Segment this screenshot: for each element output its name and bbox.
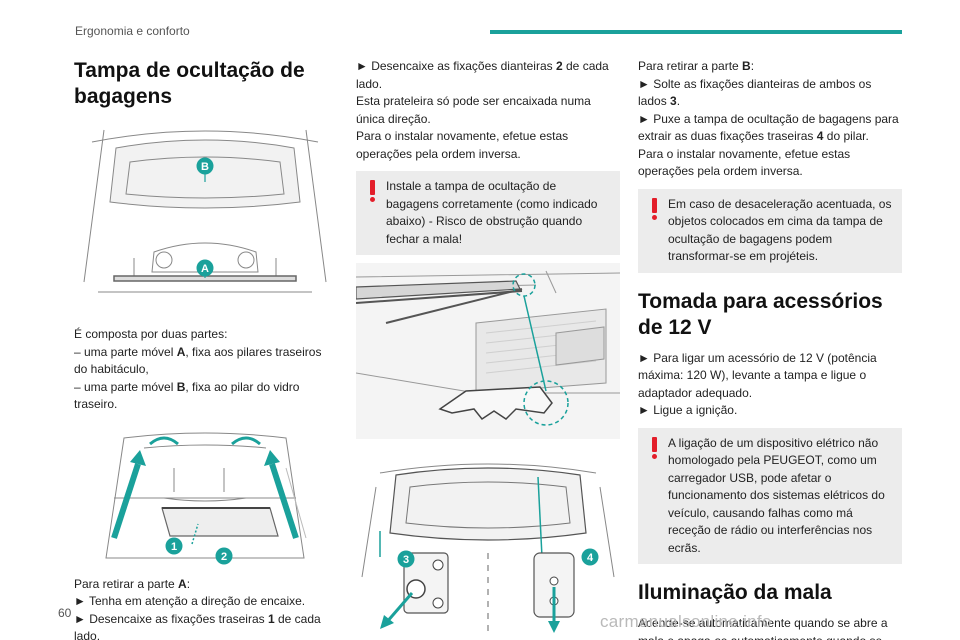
shelf-direction-info: Esta prateleira só pode ser encaixada nu… [356, 94, 591, 126]
section-title-lighting: Iluminação da mala [638, 581, 832, 604]
page-number: 60 [58, 606, 72, 620]
header-accent-bar [490, 30, 902, 34]
lighting-text: Acende-se automaticamente quando se abre… [638, 616, 888, 640]
label-3-text: 3 [403, 554, 409, 566]
label-4-text: 4 [587, 552, 594, 564]
label-1-text: 1 [171, 541, 177, 553]
socket-step-ignition: ► Ligue a ignição. [638, 403, 738, 417]
label-b-text: B [201, 161, 209, 173]
step-pull-cover: ► Puxe a tampa de ocultação de bagagens … [638, 111, 899, 144]
step-front-fixings-both-sides: ► Solte as fixações dianteiras de ambos … [638, 76, 872, 109]
column-2: ► Desencaixe as fixações dianteiras 2 de… [356, 58, 620, 633]
reinstall-text-b: Para o instalar novamente, efetue estas … [638, 146, 851, 179]
remove-part-b-heading: Para retirar a parte B: [638, 59, 755, 73]
label-1-marker [165, 537, 183, 554]
step-rear-fixings: ► Desencaixe as fixações traseiras 1 de … [74, 611, 321, 640]
section-title-socket: Tomada para acessórios de 12 V [638, 289, 883, 339]
warning-icon [649, 196, 659, 220]
label-a-text: A [201, 263, 209, 275]
column-3: Para retirar a parte B: ► Solte as fixaç… [638, 58, 902, 640]
part-a-description: – uma parte móvel A, fixa aos pilares tr… [74, 344, 322, 377]
intro-text: É composta por duas partes: [74, 327, 228, 341]
label-3-marker [397, 550, 415, 568]
figure-remove-part-b: 3 4 [356, 457, 620, 633]
part-b-description: – uma parte móvel B, fixa ao pilar do vi… [74, 379, 300, 412]
watermark: carmanualsonline.info [600, 612, 772, 631]
label-b-marker [196, 157, 214, 175]
section-header: Ergonomia e conforto [75, 24, 190, 38]
warning-box-install: Instale a tampa de ocultação de bagagens… [356, 171, 620, 255]
figure-correct-install [356, 263, 620, 439]
step-front-fixings: ► Desencaixe as fixações dianteiras 2 de… [356, 59, 609, 91]
remove-part-a-heading: Para retirar a parte A: [74, 576, 191, 591]
step-direction: ► Tenha em atenção a direção de encaixe. [74, 594, 306, 608]
warning-box-usb: A ligação de um dispositivo elétrico não… [638, 427, 902, 564]
figure-remove-part-a: 1 2 [74, 427, 336, 568]
label-2-marker [215, 547, 233, 564]
warning-icon [649, 435, 659, 459]
socket-step-connect: ► Para ligar um acessório de 12 V (potên… [638, 350, 877, 400]
warning-icon [367, 178, 377, 202]
warning-box-projectiles: Em caso de desaceleração acentuada, os o… [638, 188, 902, 273]
column-1: Tampa de ocultação de bagagens B A É com… [74, 58, 336, 640]
label-a-marker [196, 259, 214, 277]
figure-luggage-cover-parts: B A [74, 122, 336, 320]
section-title-cover: Tampa de ocultação de bagagens [74, 59, 305, 108]
reinstall-text: Para o instalar novamente, efetue estas … [356, 129, 569, 161]
label-4-marker [581, 548, 599, 566]
label-2-text: 2 [221, 551, 227, 563]
